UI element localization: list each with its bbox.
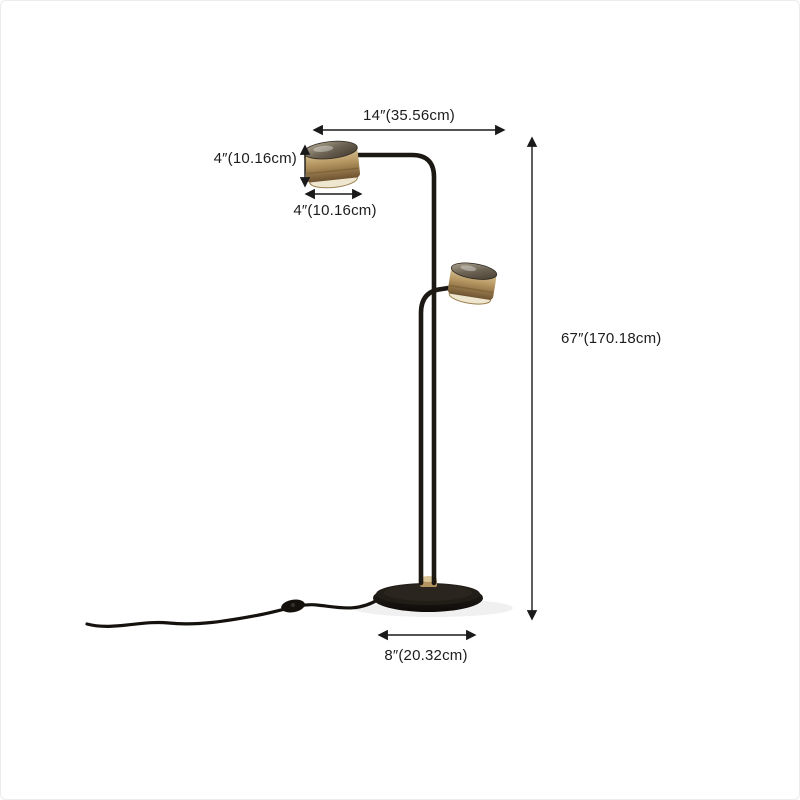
lamp-head-lower (447, 262, 498, 305)
power-cord (85, 597, 381, 628)
head-height-label: 4″(10.16cm) (213, 150, 297, 167)
lamp-pole-main (356, 152, 437, 586)
arm-width-label: 14″(35.56cm) (363, 107, 455, 124)
head-width-label: 4″(10.16cm) (293, 202, 377, 219)
lamp-head-upper (303, 140, 361, 189)
total-height-label: 67″(170.18cm) (561, 330, 662, 347)
power-switch (281, 599, 305, 613)
base-diameter-label: 8″(20.32cm) (384, 647, 468, 664)
lamp-base (373, 583, 483, 612)
lamp-pole-secondary (418, 284, 458, 586)
